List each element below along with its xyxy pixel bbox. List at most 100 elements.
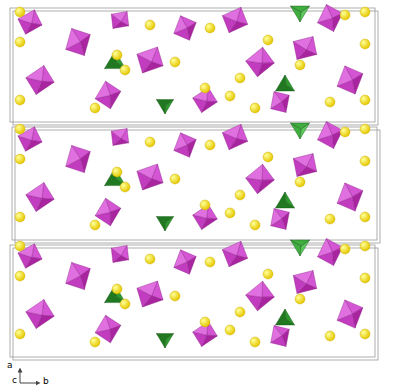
octahedron <box>246 281 275 311</box>
octahedron <box>246 164 275 194</box>
axis-line <box>20 383 38 384</box>
octahedron-face <box>246 47 263 63</box>
atom-sphere <box>15 329 25 339</box>
octahedron <box>66 28 91 55</box>
atom-sphere <box>15 124 25 134</box>
octahedron <box>95 81 121 109</box>
atom-sphere <box>263 269 273 279</box>
atom-sphere <box>112 167 122 177</box>
atom-sphere <box>145 20 155 30</box>
octahedron-face <box>246 61 262 77</box>
atom-sphere <box>235 73 245 83</box>
octahedron <box>271 209 290 230</box>
octahedron-face <box>42 66 54 83</box>
atom-sphere <box>225 325 235 335</box>
octahedron-face <box>137 281 158 296</box>
octahedron <box>26 300 54 329</box>
tetrahedron <box>276 75 295 91</box>
octahedron <box>174 133 196 157</box>
octahedron-face <box>66 28 81 49</box>
octahedron-face <box>222 124 241 138</box>
octahedron <box>318 4 343 31</box>
tetrahedron-face <box>156 100 173 105</box>
octahedron <box>222 124 247 149</box>
tetrahedron-face <box>291 123 310 129</box>
octahedron-face <box>262 164 274 180</box>
octahedron-face <box>174 16 187 34</box>
octahedron-face <box>246 164 263 180</box>
octahedron <box>318 238 343 265</box>
octahedron <box>137 47 163 73</box>
octahedron <box>337 183 363 211</box>
tetrahedron <box>291 240 310 256</box>
octahedron-face <box>337 66 352 86</box>
octahedron-face <box>95 315 110 332</box>
tetrahedron-face <box>276 319 295 325</box>
octahedron <box>318 121 343 148</box>
atom-sphere <box>90 220 100 230</box>
octahedron-face <box>222 7 241 21</box>
atom-sphere <box>112 50 122 60</box>
atom-sphere <box>235 307 245 317</box>
atom-sphere <box>170 291 180 301</box>
atom-sphere <box>360 7 370 17</box>
octahedron <box>271 92 290 113</box>
octahedron <box>174 250 196 274</box>
octahedron-face <box>42 300 54 317</box>
octahedron-face <box>293 154 313 167</box>
tetrahedron-face <box>276 85 295 91</box>
atom-sphere <box>15 154 25 164</box>
atom-sphere <box>205 23 215 33</box>
octahedron <box>95 315 121 343</box>
atom-sphere <box>340 10 350 20</box>
octahedron-face <box>293 37 313 50</box>
octahedron-face <box>137 164 158 179</box>
cell-edge <box>15 130 380 243</box>
octahedron <box>26 66 54 95</box>
octahedron-face <box>337 300 352 320</box>
cell-edge <box>10 8 375 122</box>
octahedron-face <box>318 4 333 22</box>
octahedron-face <box>271 326 282 343</box>
atom-sphere <box>15 241 25 251</box>
tetrahedron <box>276 309 295 325</box>
octahedron-face <box>262 281 274 297</box>
octahedron-face <box>174 250 187 268</box>
octahedron <box>246 47 275 77</box>
cell-edge <box>13 11 378 125</box>
octahedron-face <box>262 47 274 63</box>
atom-sphere <box>325 97 335 107</box>
octahedron <box>174 16 196 40</box>
atom-sphere <box>120 182 130 192</box>
cell-edge <box>12 127 377 240</box>
octahedron-face <box>111 12 127 22</box>
atom-sphere <box>200 317 210 327</box>
octahedron-face <box>271 92 282 109</box>
tetrahedron <box>156 100 173 114</box>
atom-sphere <box>360 124 370 134</box>
octahedron <box>111 129 128 146</box>
axis-label: b <box>43 377 49 386</box>
tetrahedron-face <box>276 202 295 208</box>
octahedron-face <box>246 295 262 311</box>
octahedron-face <box>246 281 263 297</box>
atom-sphere <box>205 140 215 150</box>
tetrahedron <box>291 6 310 22</box>
atom-sphere <box>145 254 155 264</box>
octahedron-face <box>246 178 262 194</box>
atom-sphere <box>295 294 305 304</box>
atom-sphere <box>263 152 273 162</box>
axis-indicator <box>20 370 38 383</box>
tetrahedron <box>276 192 295 208</box>
atom-sphere <box>200 83 210 93</box>
atom-sphere <box>295 60 305 70</box>
atom-sphere <box>15 37 25 47</box>
atom-sphere <box>15 212 25 222</box>
octahedron-face <box>111 129 127 139</box>
atom-sphere <box>250 103 260 113</box>
atom-sphere <box>340 244 350 254</box>
atom-sphere <box>340 127 350 137</box>
octahedron-face <box>26 183 44 199</box>
atom-sphere <box>15 95 25 105</box>
